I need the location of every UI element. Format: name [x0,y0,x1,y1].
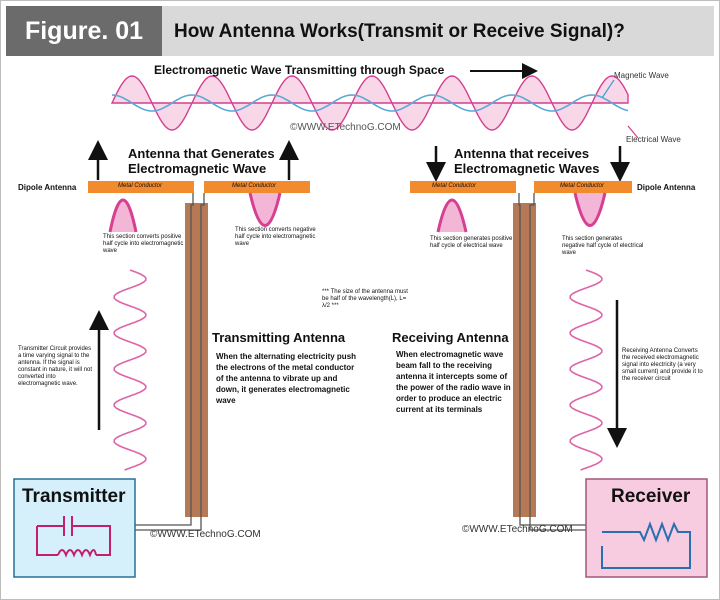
wave-watermark: ©WWW.ETechnoG.COM [290,122,401,133]
tx-watermark: ©WWW.ETechnoG.COM [150,529,261,540]
transmitting-antenna-post [185,203,208,517]
transmitting-antenna-title: Transmitting Antenna [212,330,346,345]
receiver-signal-wave [569,269,603,471]
metal-conductor-tx-right [204,181,310,193]
rx-conductor-left-label: Metal Conductor [432,183,477,189]
electrical-wave-label: Electrical Wave [626,135,681,144]
tx-note-left: This section converts positive half cycl… [103,234,184,254]
magnetic-wave-label: Magnetic Wave [614,71,669,80]
rx-negative-half-cycle [573,192,607,227]
transmitting-antenna-desc: When the alternating electricity push th… [216,352,357,405]
metal-conductor-rx-right [534,181,632,193]
metal-conductor-rx-left [410,181,516,193]
transmitter-signal-wave [113,269,147,471]
receiver-circuit-note: Receiving Antenna Converts the received … [622,348,703,382]
transmitter-label: Transmitter [22,486,126,507]
rx-positive-half-cycle [436,198,468,233]
electromagnetic-wave-space [110,75,629,131]
metal-conductor-tx-left [88,181,194,193]
rx-dipole-label: Dipole Antenna [637,183,696,192]
electrical-pointer [627,125,639,139]
rx-note-right: This section generates negative half cyc… [562,236,644,256]
magnetic-pointer [601,79,615,99]
tx-conductor-left-label: Metal Conductor [118,183,163,189]
rx-watermark: ©WWW.ETechnoG.COM [462,524,573,535]
rx-conductor-right-label: Metal Conductor [560,183,605,189]
receiving-antenna-post [513,203,536,517]
tx-dipole-label: Dipole Antenna [18,183,77,192]
receive-heading: Antenna that receives Electromagnetic Wa… [454,146,600,176]
tx-negative-half-cycle [248,192,282,227]
antenna-size-note: *** The size of the antenna must be half… [322,289,408,309]
figure-label: Figure. 01 [6,6,162,56]
receiving-antenna-title: Receiving Antenna [392,330,509,345]
rx-note-left: This section generates positive half cyc… [430,236,513,249]
page-title: How Antenna Works(Transmit or Receive Si… [174,21,625,42]
receiver-label: Receiver [611,486,691,507]
receiver-box [585,478,708,578]
magnetic-wave-line [111,94,629,112]
transmitter-box [13,478,136,578]
tx-positive-half-cycle [108,198,138,233]
tx-conductor-right-label: Metal Conductor [232,183,277,189]
receiver-circuit [601,521,691,569]
transmitter-circuit-note: Transmitter Circuit provides a time vary… [18,346,93,387]
transmit-heading: Antenna that Generates Electromagnetic W… [128,146,275,176]
transmitter-circuit [36,516,111,558]
tx-feed-line-right [135,193,205,531]
receiving-antenna-desc: When electromagnetic wave beam fall to t… [396,350,511,414]
tx-feed-line-left [135,193,194,526]
rx-feed-line-left [518,193,586,526]
rx-feed-line-right [529,193,586,531]
tx-note-right: This section converts negative half cycl… [235,227,316,247]
wave-caption: Electromagnetic Wave Transmitting throug… [154,63,445,77]
